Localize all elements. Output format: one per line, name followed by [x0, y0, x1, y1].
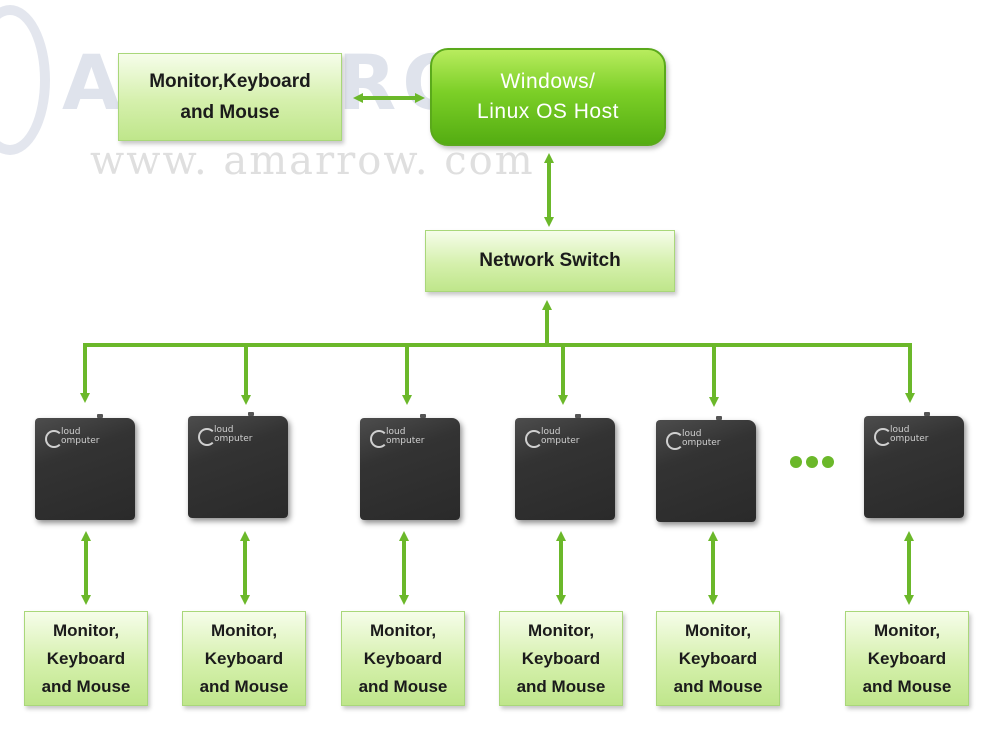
terminal-peripherals-box: Monitor, Keyboard and Mouse: [845, 611, 969, 706]
terminal-line3: and Mouse: [673, 676, 763, 696]
host-line2: Linux OS Host: [477, 100, 619, 123]
terminal-line2: Keyboard: [363, 648, 443, 668]
cloud-computer-device: loud omputer: [188, 412, 288, 518]
terminal-line1: Monitor,: [369, 620, 437, 640]
terminal-peripherals-box: Monitor, Keyboard and Mouse: [499, 611, 623, 706]
network-switch-label: Network Switch: [479, 249, 621, 271]
cloud-computer-device: loud omputer: [360, 414, 460, 520]
terminal-line3: and Mouse: [358, 676, 448, 696]
top-peripherals-line2: and Mouse: [180, 102, 280, 123]
terminal-line3: and Mouse: [199, 676, 289, 696]
cloud-computer-device: loud omputer: [35, 414, 135, 520]
cloud-computer-device: loud omputer: [864, 412, 964, 518]
terminal-peripherals-box: Monitor, Keyboard and Mouse: [24, 611, 148, 706]
terminal-line1: Monitor,: [873, 620, 941, 640]
terminal-line2: Keyboard: [46, 648, 126, 668]
terminal-peripherals-box: Monitor, Keyboard and Mouse: [182, 611, 306, 706]
host-line1: Windows/: [500, 70, 596, 93]
terminal-line1: Monitor,: [210, 620, 278, 640]
network-switch-box: Network Switch: [425, 230, 675, 292]
terminal-peripherals-box: Monitor, Keyboard and Mouse: [341, 611, 465, 706]
terminal-line1: Monitor,: [52, 620, 120, 640]
terminal-line1: Monitor,: [527, 620, 595, 640]
os-host-box: Windows/ Linux OS Host: [430, 48, 666, 146]
cloud-computer-device: loud omputer: [515, 414, 615, 520]
terminal-peripherals-box: Monitor, Keyboard and Mouse: [656, 611, 780, 706]
terminal-line2: Keyboard: [204, 648, 284, 668]
bus-line: [83, 343, 912, 390]
terminal-line3: and Mouse: [516, 676, 606, 696]
terminal-line1: Monitor,: [684, 620, 752, 640]
cloud-computer-device: loud omputer: [656, 416, 756, 522]
terminal-line3: and Mouse: [41, 676, 131, 696]
terminal-line2: Keyboard: [521, 648, 601, 668]
top-peripherals-line1: Monitor,Keyboard: [149, 71, 311, 92]
terminal-line3: and Mouse: [862, 676, 952, 696]
terminal-line2: Keyboard: [678, 648, 758, 668]
top-peripherals-box: Monitor,Keyboard and Mouse: [118, 53, 342, 141]
terminal-line2: Keyboard: [867, 648, 947, 668]
